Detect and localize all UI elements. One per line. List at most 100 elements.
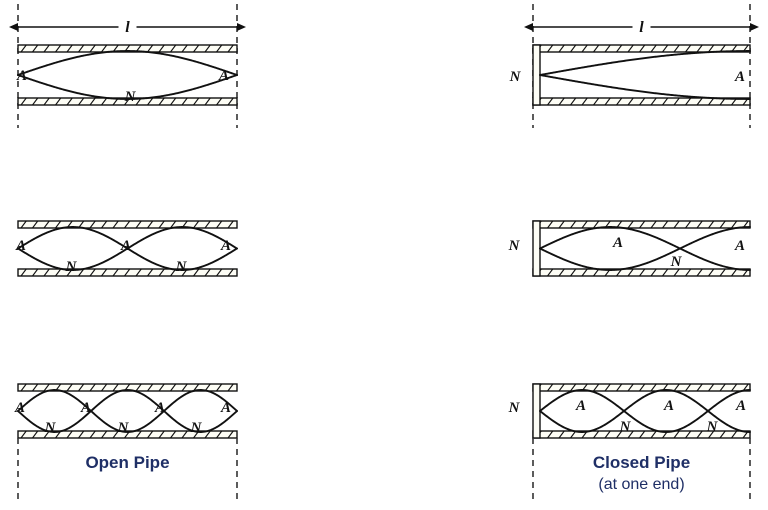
- closed-pipe-wall-top-3-hatch: [719, 383, 726, 392]
- open-pipe-wall-top-3-hatch: [112, 383, 119, 392]
- closed-pipe-wall-top-2-hatch: [673, 220, 680, 229]
- closed-pipe-wall-top-2-hatch: [570, 220, 577, 229]
- open-pipe-wall-top-2-hatch: [101, 220, 108, 229]
- open-pipe-wall-bottom-2-hatch: [32, 268, 39, 277]
- closed-pipe-wall-top-1-hatch: [616, 44, 623, 53]
- closed-pipe-wall-top-3-hatch: [685, 383, 692, 392]
- open-pipe-wall-bottom-2-hatch: [147, 268, 154, 277]
- open-pipe-wall-top-1-hatch: [147, 44, 154, 53]
- closed-pipe-node-label: A: [735, 398, 746, 414]
- open-pipe-wall-top-1-hatch: [43, 44, 50, 53]
- closed-pipe-wall-bottom-1-hatch: [581, 97, 588, 106]
- open-pipe-standing-wave-3-curve: [17, 389, 238, 433]
- open-pipe-wall-top-2-hatch: [227, 220, 234, 229]
- closed-pipe-node-label: N: [509, 69, 522, 85]
- closed-pipe-wall-bottom-2-hatch: [650, 268, 657, 277]
- closed-pipe-wall-top-2-hatch: [731, 220, 738, 229]
- open-pipe-node-label: A: [218, 68, 229, 84]
- closed-pipe-wall-bottom-2-hatch: [696, 268, 703, 277]
- open-pipe-wall-top-2-hatch: [43, 220, 50, 229]
- open-pipe-wall-top-3-hatch: [89, 383, 96, 392]
- closed-pipe-standing-wave-3: [539, 389, 751, 433]
- open-pipe-wall-top-1-hatch: [158, 44, 165, 53]
- closed-pipe-wall-bottom-2-hatch: [673, 268, 680, 277]
- closed-pipe-length-dimension: l: [524, 19, 759, 36]
- closed-pipe-wall-bottom-3-hatch: [639, 430, 646, 439]
- closed-pipe-wall-top-2-hatch: [547, 220, 554, 229]
- open-pipe-wall-top-2-hatch: [20, 220, 27, 229]
- open-pipe-wall-bottom-2-hatch: [78, 268, 85, 277]
- closed-pipe-wall-bottom-2-hatch: [581, 268, 588, 277]
- open-pipe-wall-bottom-3: [17, 430, 238, 439]
- closed-pipe-node-label: A: [612, 235, 623, 251]
- open-pipe-wall-top-2-hatch: [89, 220, 96, 229]
- open-pipe-wall-top-3-hatch: [20, 383, 27, 392]
- closed-pipe-wall-bottom-2-hatch: [627, 268, 634, 277]
- open-pipe-wall-bottom-1-hatch: [216, 97, 223, 106]
- open-pipe-wall-bottom-3-hatch: [20, 430, 27, 439]
- open-pipe-wall-top-2-hatch: [124, 220, 131, 229]
- closed-pipe-wall-bottom-3-hatch: [627, 430, 634, 439]
- closed-pipe-wall-top-1-hatch: [662, 44, 669, 53]
- closed-pipe-standing-wave-1-curve: [539, 74, 751, 100]
- open-pipe-wall-top-1-hatch: [227, 44, 234, 53]
- closed-pipe-node-label: N: [670, 254, 683, 270]
- open-pipe-wall-top-2-hatch: [55, 220, 62, 229]
- open-pipe-wall-top-3-hatch: [158, 383, 165, 392]
- open-pipe-standing-wave-2-curve: [17, 226, 238, 271]
- open-pipe-wall-bottom-2-hatch: [204, 268, 211, 277]
- closed-pipe-wall-bottom-2-hatch: [662, 268, 669, 277]
- closed-pipe-wall-bottom-3-hatch: [673, 430, 680, 439]
- open-pipe-wall-top-1-hatch: [204, 44, 211, 53]
- open-pipe-wall-top-3-hatch: [32, 383, 39, 392]
- open-pipe-node-label: N: [175, 259, 188, 275]
- closed-pipe-wall-bottom-3-hatch: [696, 430, 703, 439]
- open-pipe-wall-bottom-2-hatch: [124, 268, 131, 277]
- open-pipe-wall-bottom-1: [17, 97, 238, 106]
- open-pipe-wall-top-1-hatch: [55, 44, 62, 53]
- open-pipe-wall-top-3-hatch: [181, 383, 188, 392]
- closed-pipe-wall-bottom-1-hatch: [627, 97, 634, 106]
- open-pipe-node-label: N: [117, 420, 130, 436]
- open-pipe-wall-bottom-2-hatch: [101, 268, 108, 277]
- open-pipe-node-label: A: [220, 238, 231, 254]
- closed-pipe-wall-top-2-hatch: [650, 220, 657, 229]
- closed-pipe-wall-bottom-3-hatch: [650, 430, 657, 439]
- closed-pipe-wall-top-2-hatch: [662, 220, 669, 229]
- open-pipe-wall-bottom-1-hatch: [101, 97, 108, 106]
- closed-pipe-wall-bottom-1-hatch: [616, 97, 623, 106]
- open-pipe-wall-bottom-3-hatch: [101, 430, 108, 439]
- closed-pipe-wall-bottom-2-hatch: [685, 268, 692, 277]
- open-pipe-standing-wave-2: [17, 226, 238, 271]
- open-pipe-wall-top-2-hatch: [135, 220, 142, 229]
- open-pipe-wall-top-3-hatch: [216, 383, 223, 392]
- open-pipe-wall-bottom-3-hatch: [204, 430, 211, 439]
- closed-pipe-wall-top-2-hatch: [719, 220, 726, 229]
- open-pipe-wall-top-3-hatch: [170, 383, 177, 392]
- open-pipe-standing-wave-1: [17, 50, 238, 100]
- closed-pipe-wall-bottom-2: [532, 268, 751, 277]
- open-pipe-wall-top-1-hatch: [101, 44, 108, 53]
- closed-pipe-wall-bottom-3-hatch: [731, 430, 738, 439]
- closed-pipe-node-label: N: [619, 419, 632, 435]
- open-pipe-node-label: A: [154, 400, 165, 416]
- open-pipe-wall-bottom-1-hatch: [147, 97, 154, 106]
- open-pipe-wall-bottom-3-hatch: [89, 430, 96, 439]
- closed-pipe-wall-bottom-2-hatch: [570, 268, 577, 277]
- closed-pipe-wall-bottom-2-hatch: [547, 268, 554, 277]
- closed-pipe-node-label: A: [734, 238, 745, 254]
- closed-pipe-wall-bottom-1-hatch: [650, 97, 657, 106]
- closed-pipe-closed-end-1: [532, 44, 541, 106]
- closed-pipe-wall-top-2-hatch: [627, 220, 634, 229]
- open-pipe-wall-bottom-3-hatch: [135, 430, 142, 439]
- closed-pipe-wall-bottom-2-hatch: [731, 268, 738, 277]
- open-pipe-wall-bottom-2-hatch: [227, 268, 234, 277]
- closed-pipe-wall-top-2-hatch: [685, 220, 692, 229]
- open-pipe-wall-bottom-2-hatch: [193, 268, 200, 277]
- open-pipe-wall-bottom-2: [17, 268, 238, 277]
- open-pipe-node-label: A: [16, 68, 27, 84]
- closed-pipe-wall-top-1-hatch: [547, 44, 554, 53]
- closed-pipe-wall-bottom-3-hatch: [685, 430, 692, 439]
- open-pipe-wall-top-2: [17, 220, 238, 229]
- open-pipe-wall-bottom-2-hatch: [216, 268, 223, 277]
